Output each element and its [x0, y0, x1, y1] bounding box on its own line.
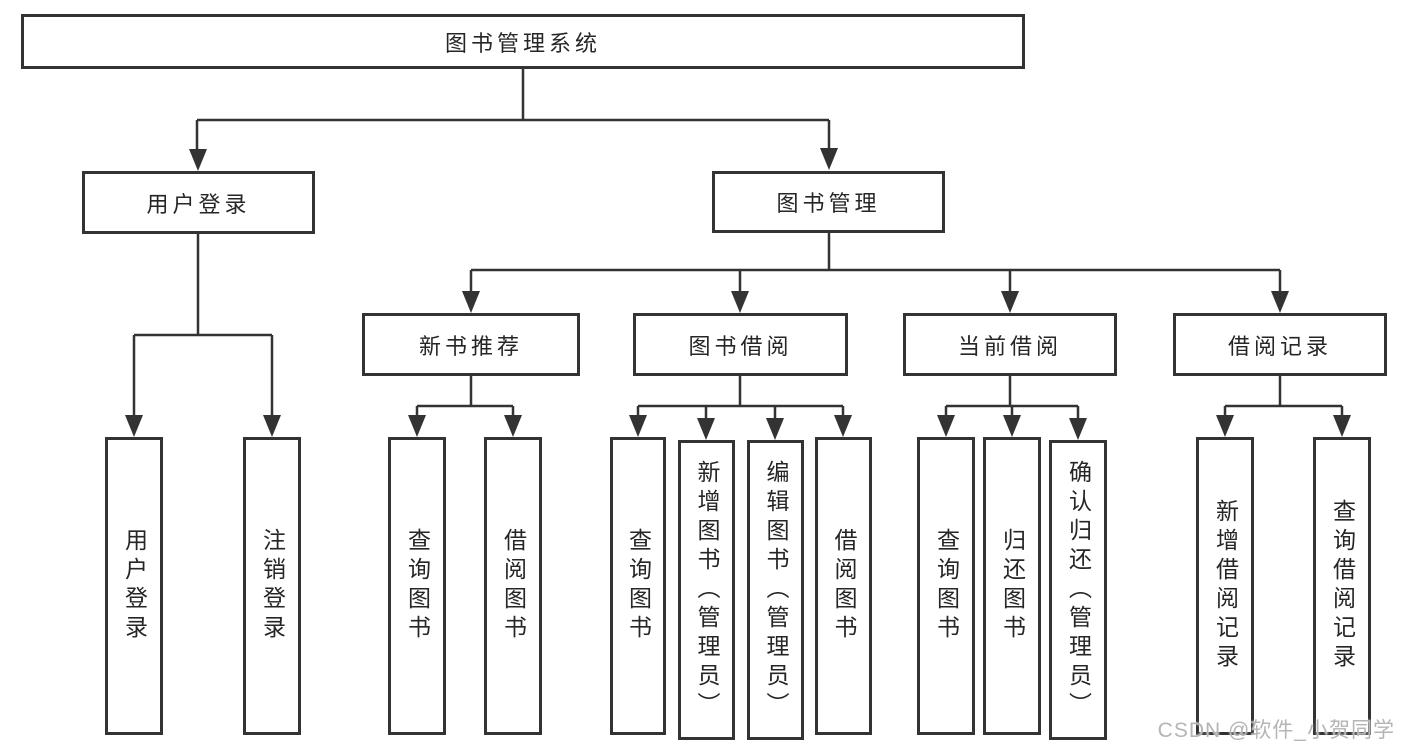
leaf-query-books-borrowing: 查询图书	[610, 437, 666, 735]
leaf-label: 归还图书	[999, 528, 1026, 644]
node-label: 新书推荐	[418, 333, 523, 359]
node-current-borrowing: 当前借阅	[903, 313, 1117, 376]
node-label: 图书借阅	[688, 333, 793, 359]
csdn-watermark: CSDN @软件_小贺同学	[1157, 719, 1395, 742]
node-new-book-recommendation: 新书推荐	[362, 313, 580, 376]
leaf-borrow-books-recommend: 借阅图书	[484, 437, 542, 735]
node-label: 图书管理系统	[444, 30, 601, 56]
node-book-management: 图书管理	[712, 171, 945, 233]
leaf-confirm-return-admin: 确认归还（管理员）	[1049, 440, 1107, 740]
leaf-add-book-admin: 新增图书（管理员）	[678, 440, 735, 740]
leaf-label: 注销登录	[259, 528, 286, 644]
leaf-label: 借阅图书	[831, 528, 857, 644]
leaf-add-borrow-record: 新增借阅记录	[1196, 437, 1254, 735]
leaf-user-login: 用户登录	[105, 437, 163, 735]
leaf-label: 查询借阅记录	[1329, 499, 1356, 673]
node-label: 图书管理	[776, 191, 881, 216]
leaf-label: 确认归还（管理员）	[1065, 459, 1092, 721]
leaf-label: 查询图书	[625, 528, 652, 644]
leaf-query-books-recommend: 查询图书	[388, 437, 446, 735]
node-user-login: 用户登录	[82, 171, 315, 234]
leaf-logout: 注销登录	[243, 437, 301, 735]
leaf-edit-book-admin: 编辑图书（管理员）	[747, 440, 804, 740]
node-label: 用户登录	[146, 191, 251, 217]
node-library-management-system: 图书管理系统	[21, 14, 1025, 69]
leaf-return-book: 归还图书	[983, 437, 1041, 735]
leaf-label: 编辑图书（管理员）	[763, 459, 789, 721]
node-label: 当前借阅	[957, 333, 1062, 359]
leaf-borrow-books-borrowing: 借阅图书	[815, 437, 872, 735]
leaf-label: 查询图书	[933, 528, 960, 644]
node-borrowing-records: 借阅记录	[1173, 313, 1387, 376]
node-label: 借阅记录	[1227, 333, 1332, 359]
leaf-label: 新增图书（管理员）	[694, 459, 720, 721]
leaf-query-books-current: 查询图书	[917, 437, 975, 735]
leaf-label: 借阅图书	[500, 528, 527, 644]
leaf-query-borrow-record: 查询借阅记录	[1313, 437, 1371, 735]
leaf-label: 新增借阅记录	[1212, 499, 1239, 673]
leaf-label: 用户登录	[121, 528, 148, 644]
arrowheads	[125, 148, 1351, 440]
leaf-label: 查询图书	[404, 528, 431, 644]
node-book-borrowing: 图书借阅	[633, 313, 848, 376]
